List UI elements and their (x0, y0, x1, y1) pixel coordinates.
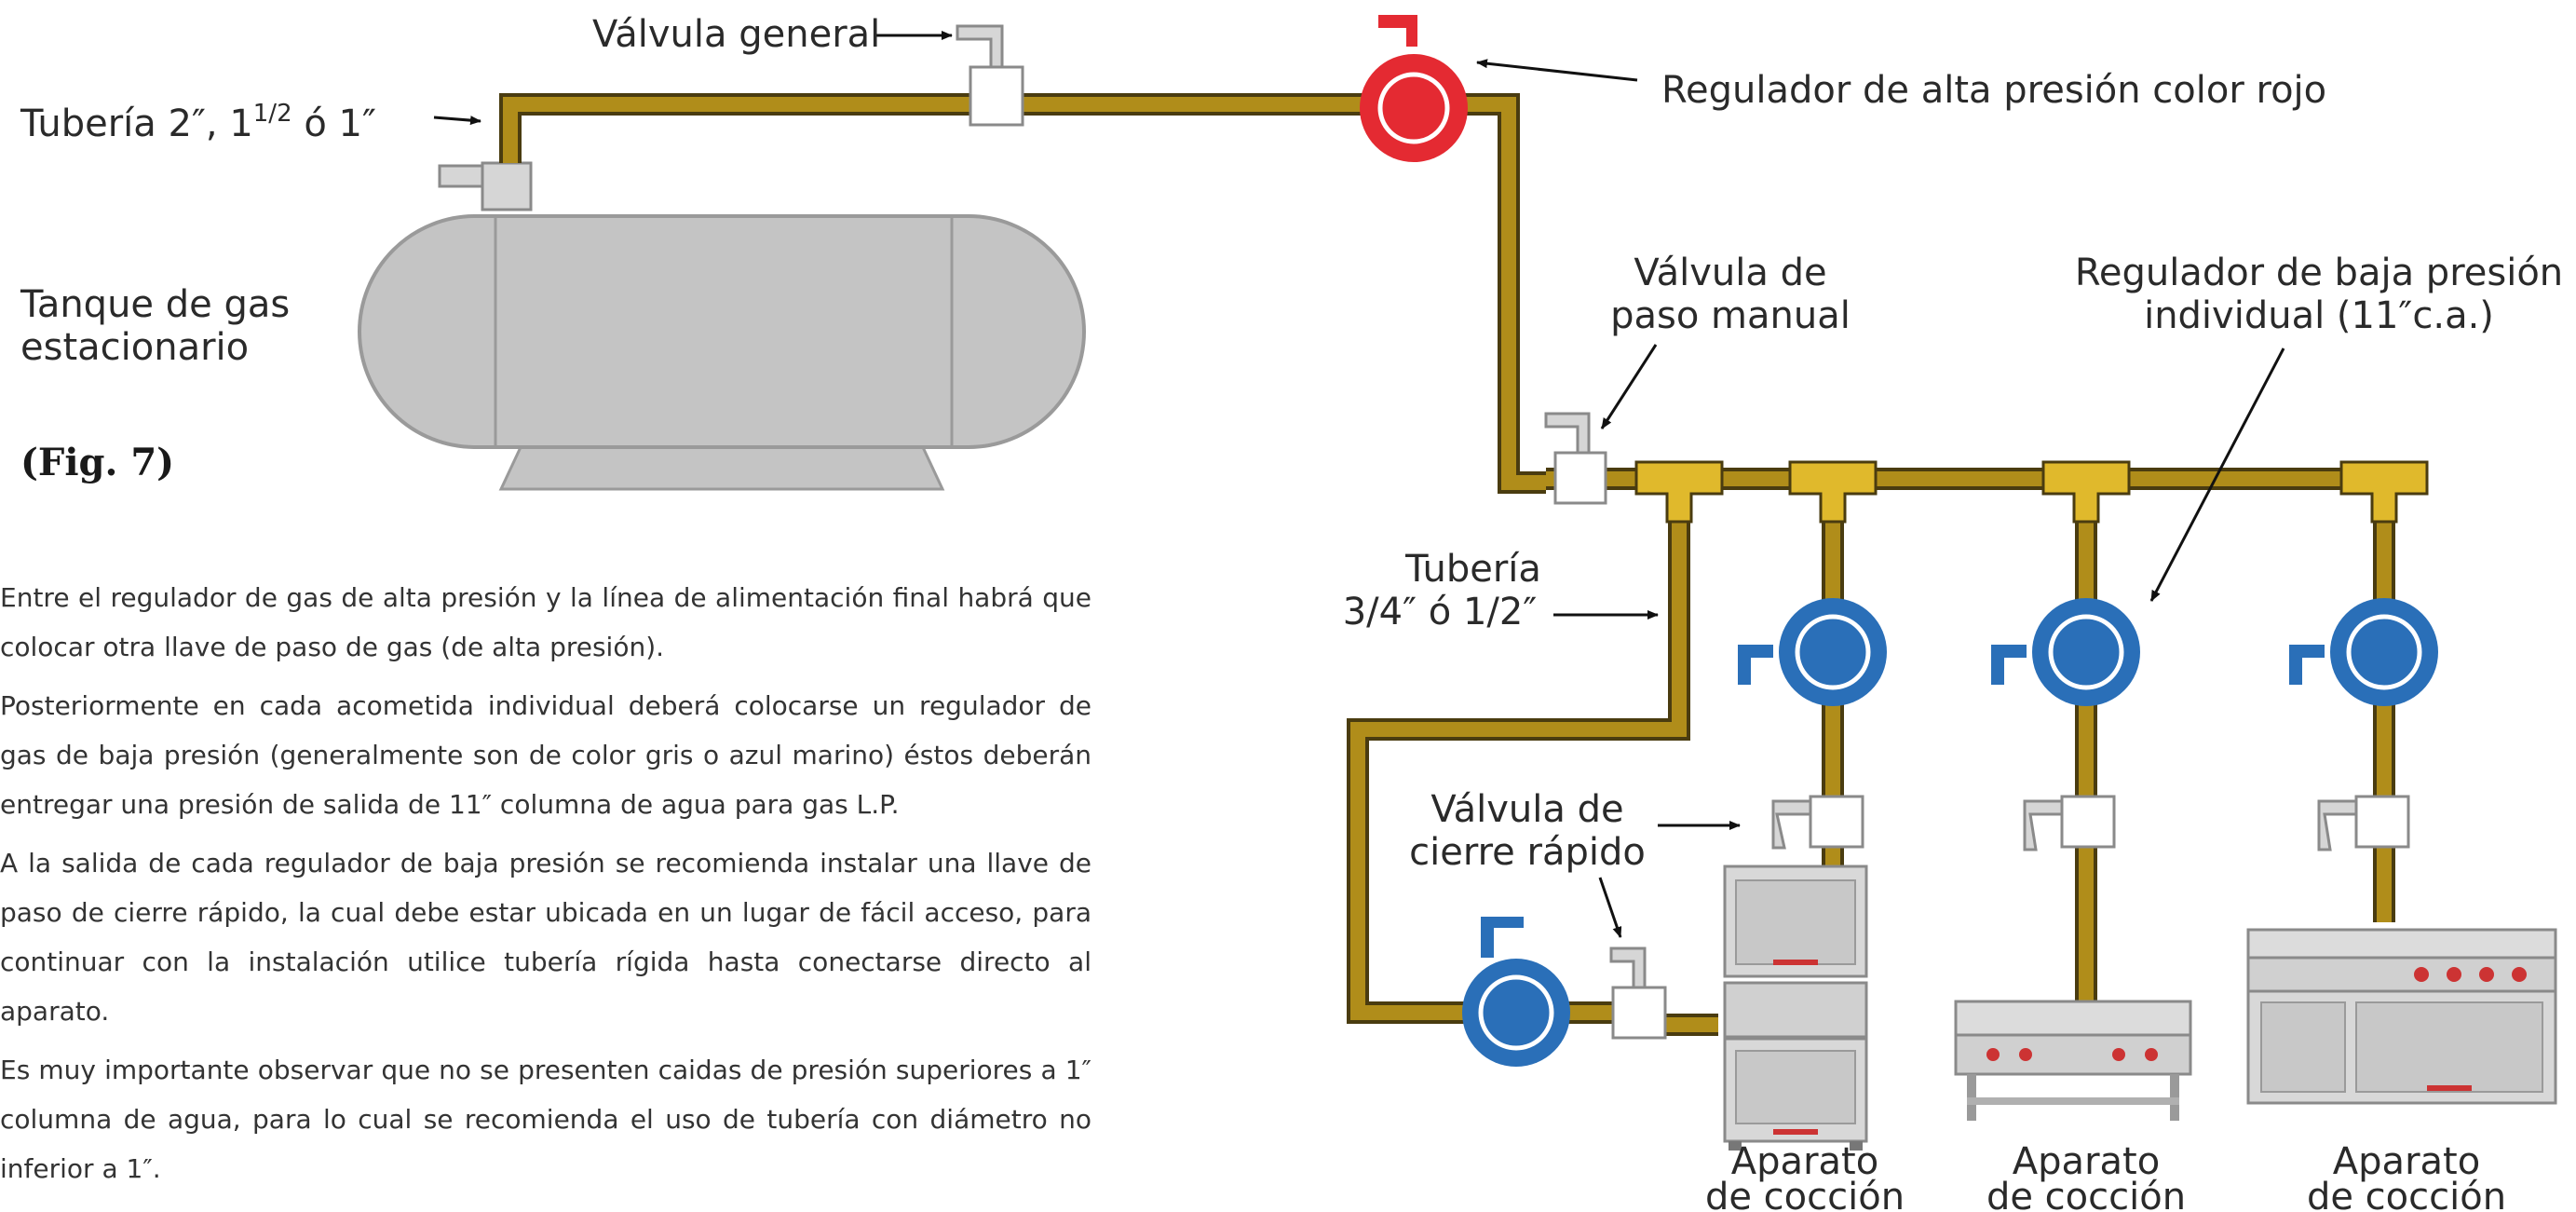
appliance-label-2-line2: de cocción (1986, 1176, 2186, 1212)
label-tank-line1: Tanque de gas (20, 283, 290, 326)
appliance-label-1: Aparato de cocción (1705, 1140, 1905, 1212)
label-manual-valve-line2: paso manual (1610, 294, 1851, 337)
high-pressure-regulator-icon (1360, 15, 1468, 162)
instructions-text: Entre el regulador de gas de alta presió… (0, 573, 1091, 1203)
appliance-label-3-line1: Aparato (2333, 1140, 2480, 1183)
label-quick-shutoff-valve-line1: Válvula de (1430, 788, 1623, 831)
appliance-label-2-line1: Aparato (2013, 1140, 2160, 1183)
paragraph-3: A la salida de cada regulador de baja pr… (0, 848, 1091, 1027)
tank-outlet-valve-icon (438, 161, 533, 211)
label-general-valve: Válvula general (592, 13, 880, 56)
label-quick-shutoff-valve-line2: cierre rápido (1409, 831, 1646, 874)
callout-arrows (433, 31, 2285, 938)
label-tank-line2: estacionario (20, 326, 249, 369)
paragraph-4: Es muy importante observar que no se pre… (0, 1055, 1091, 1184)
appliance-label-3-line2: de cocción (2307, 1176, 2506, 1212)
cooking-appliance-icon (1723, 865, 2557, 1151)
label-low-pressure-regulator-line2: individual (11″c.a.) (2144, 294, 2494, 337)
paragraph-1: Entre el regulador de gas de alta presió… (0, 582, 1091, 662)
tee-fitting (1634, 460, 2429, 524)
label-high-pressure-regulator: Regulador de alta presión color rojo (1661, 69, 2326, 112)
label-manual-valve-line1: Válvula de (1634, 252, 1826, 294)
branch-pipes-2-4 (1822, 494, 2395, 1001)
label-low-pressure-regulator-line1: Regulador de baja presión (2075, 252, 2563, 294)
general-valve-icon (956, 24, 1024, 127)
appliance-label-2: Aparato de cocción (1986, 1140, 2186, 1212)
appliance-label-1-line1: Aparato (1731, 1140, 1878, 1183)
appliance-label-3: Aparato de cocción (2307, 1140, 2506, 1212)
paragraph-2: Posteriormente en cada acometida individ… (0, 690, 1091, 820)
quick-shutoff-valve-icon (1609, 795, 2410, 1040)
label-main-pipe: Tubería 2″, 11/2 ó 1″ (20, 100, 376, 145)
main-pipe (499, 93, 1546, 494)
label-secondary-pipe-line1: Tubería (1404, 548, 1541, 591)
figure-label: (Fig. 7) (20, 441, 174, 484)
manual-valve-icon (1544, 412, 1607, 505)
label-secondary-pipe-line2: 3/4″ ó 1/2″ (1343, 591, 1538, 633)
appliance-label-1-line2: de cocción (1705, 1176, 1905, 1212)
low-pressure-regulator-icon (1462, 598, 2438, 1067)
gas-tank-icon (358, 214, 1086, 491)
